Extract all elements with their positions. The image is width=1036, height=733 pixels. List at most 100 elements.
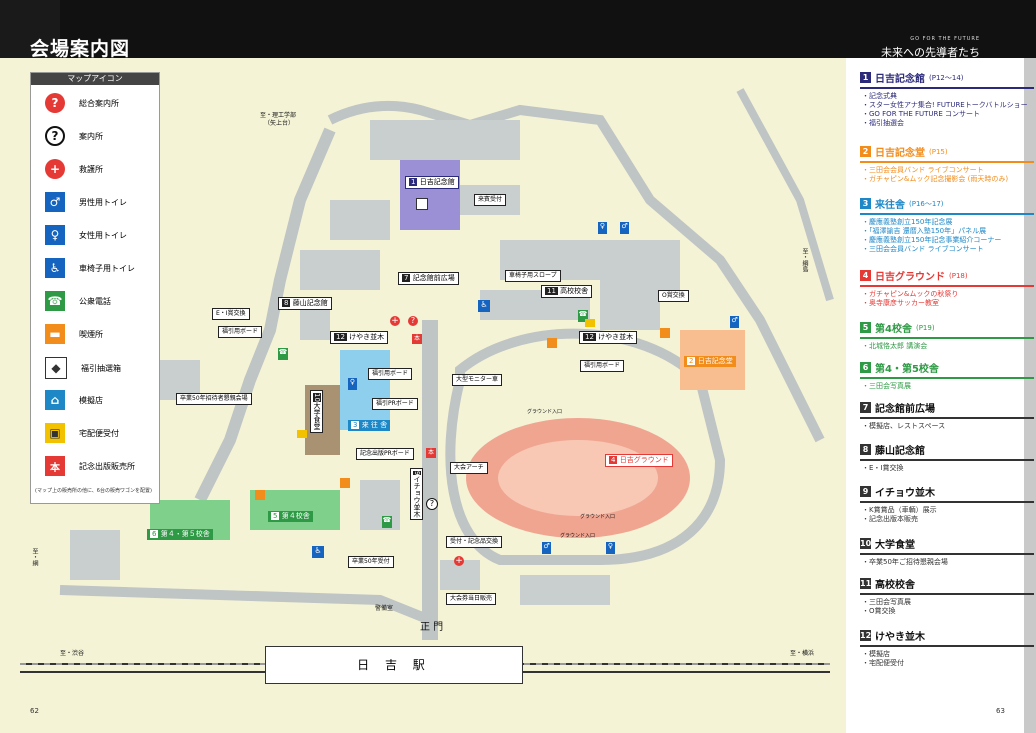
section-item-text: 三田会会員バンド ライブコンサート <box>869 166 984 174</box>
auditorium-label[interactable]: 2 日吉記念堂 <box>684 356 736 367</box>
shokudo-label[interactable]: 10大学食堂 <box>310 390 323 433</box>
building <box>360 480 400 530</box>
lottery-icon: ◆ <box>45 357 67 379</box>
header-accent <box>0 0 60 58</box>
legend-label: 案内所 <box>79 131 103 141</box>
bullet-icon: ・ <box>862 218 869 226</box>
o-award-label[interactable]: O賞交換 <box>658 290 689 302</box>
legend-label: 救護所 <box>79 164 103 174</box>
section-item: ・「福澤諭吉 還暦入塾150年」パネル展 <box>862 227 1034 236</box>
raihin-label[interactable]: 来賓受付 <box>474 194 507 206</box>
ticket-sales-label[interactable]: 大会券当日販売 <box>446 593 497 605</box>
fukubiki-board-label[interactable]: 福引用ボード <box>218 326 263 338</box>
section-items: ・三田会会員バンド ライブコンサート・ガチャピン&ムック記念撮影会 (雨天時のみ… <box>862 166 1034 184</box>
building <box>640 240 680 290</box>
section-item-text: 福引抽選会 <box>869 119 904 127</box>
mens-restroom-icon: ♂ <box>45 192 65 212</box>
bullet-icon: ・ <box>862 227 869 235</box>
dai45-label[interactable]: 6 第４・第５校舎 <box>147 529 213 540</box>
section-item-text: 慶應義塾創立150年記念展 <box>869 218 953 226</box>
section-items: ・三田会写真展・O賞交換 <box>862 598 1034 616</box>
icho-label[interactable]: 9イチョウ並木 <box>410 468 423 521</box>
first-aid-icon[interactable]: + <box>454 556 464 566</box>
grad50-party-label[interactable]: 卒業50年招待者懇親会場 <box>176 393 252 405</box>
section-item-text: 宅配便受付 <box>869 659 904 667</box>
info-desk-icon[interactable]: ? <box>426 498 438 510</box>
delivery-icon: ▣ <box>45 423 65 443</box>
info-center-icon: ? <box>45 93 65 113</box>
section-items: ・E・I賞交換 <box>862 464 1034 473</box>
book-pr-label[interactable]: 記念出版PRボード <box>356 448 414 460</box>
bullet-icon: ・ <box>862 506 869 514</box>
fukubiki-board-label[interactable]: 福引用ボード <box>368 368 413 380</box>
lottery-icon <box>416 198 428 210</box>
koukou-label[interactable]: 11 高校校舎 <box>541 285 593 298</box>
legend-item: ♀ 女性用トイレ <box>45 225 127 245</box>
ground-label[interactable]: 4 日吉グラウンド <box>605 454 673 467</box>
bullet-icon: ・ <box>862 175 869 183</box>
section-item-text: GO FOR THE FUTURE コンサート <box>869 110 981 118</box>
keyaki-label-2[interactable]: 12 けやき並木 <box>579 331 638 344</box>
legend-title: マップアイコン <box>31 73 159 85</box>
delivery-icon <box>585 319 595 327</box>
first-aid-icon[interactable]: + <box>390 316 400 326</box>
ground-entrance-label: グラウンド入口 <box>560 533 596 539</box>
legend-label: 総合案内所 <box>79 98 119 108</box>
arch-label[interactable]: 大会アーチ <box>450 462 488 474</box>
monitor-label[interactable]: 大型モニター車 <box>452 374 503 386</box>
section-item: ・三田会写真展 <box>862 382 1034 391</box>
info-center-icon[interactable]: ? <box>408 316 418 326</box>
section-item-text: 卒業50年ご招待懇親会場 <box>869 558 948 566</box>
bullet-icon: ・ <box>862 245 869 253</box>
section-item: ・慶應義塾創立150年記念事業紹介コーナー <box>862 236 1034 245</box>
section-page-ref: (P19) <box>915 323 935 332</box>
e-award-label[interactable]: E・I賞交換 <box>212 308 250 320</box>
event-sidebar <box>846 58 1036 733</box>
keyaki-label[interactable]: 12 けやき並木 <box>330 331 389 344</box>
section-page-ref: (P16～17) <box>909 199 944 208</box>
pr-board-label[interactable]: 福引PRボード <box>372 398 418 410</box>
section-item-text: 模擬店、レストスペース <box>869 422 946 430</box>
slope-label[interactable]: 車椅子用スロープ <box>505 270 561 282</box>
exchange-label[interactable]: 受付・記念品交換 <box>446 536 503 548</box>
dai4-label[interactable]: 5 第４校舎 <box>268 511 313 522</box>
sidebar-edge <box>1024 58 1036 733</box>
kinenkan-label[interactable]: 1 日吉記念館 <box>405 176 459 189</box>
raioka-label[interactable]: 3 来 往 舎 <box>348 420 391 431</box>
grad50-reception-label[interactable]: 卒業50年受付 <box>348 556 394 568</box>
hitsuzan-label[interactable]: 8 藤山記念館 <box>278 297 332 310</box>
fukubiki-board-label[interactable]: 福引用ボード <box>580 360 625 372</box>
section-item-text: 三田会会員バンド ライブコンサート <box>869 245 984 253</box>
section-item: ・スター女性アナ集合! FUTUREトークバトルショー <box>862 101 1034 110</box>
payphone-icon: ☎ <box>45 291 65 311</box>
smoking-area-icon <box>660 328 670 338</box>
section-item-text: E・I賞交換 <box>869 464 904 472</box>
section-title: 第4校舎 <box>875 324 912 335</box>
section-item: ・奥寺康彦サッカー教室 <box>862 299 1034 308</box>
legend-item: ◆ 福引抽選箱 <box>45 357 121 379</box>
bullet-icon: ・ <box>862 342 869 350</box>
kinenkan-hiroba-label[interactable]: 7 記念館前広場 <box>398 272 459 285</box>
building-raioka <box>340 350 390 430</box>
section-item: ・北城恪太郎 講演会 <box>862 342 1034 351</box>
section-items: ・模擬店、レストスペース <box>862 422 1034 431</box>
section-number: 3 <box>860 198 871 209</box>
direction-label: （矢上台） <box>264 120 295 127</box>
hiyoshi-station[interactable]: 日 吉 駅 <box>265 646 523 684</box>
section-item: ・三田会会員バンド ライブコンサート <box>862 245 1034 254</box>
